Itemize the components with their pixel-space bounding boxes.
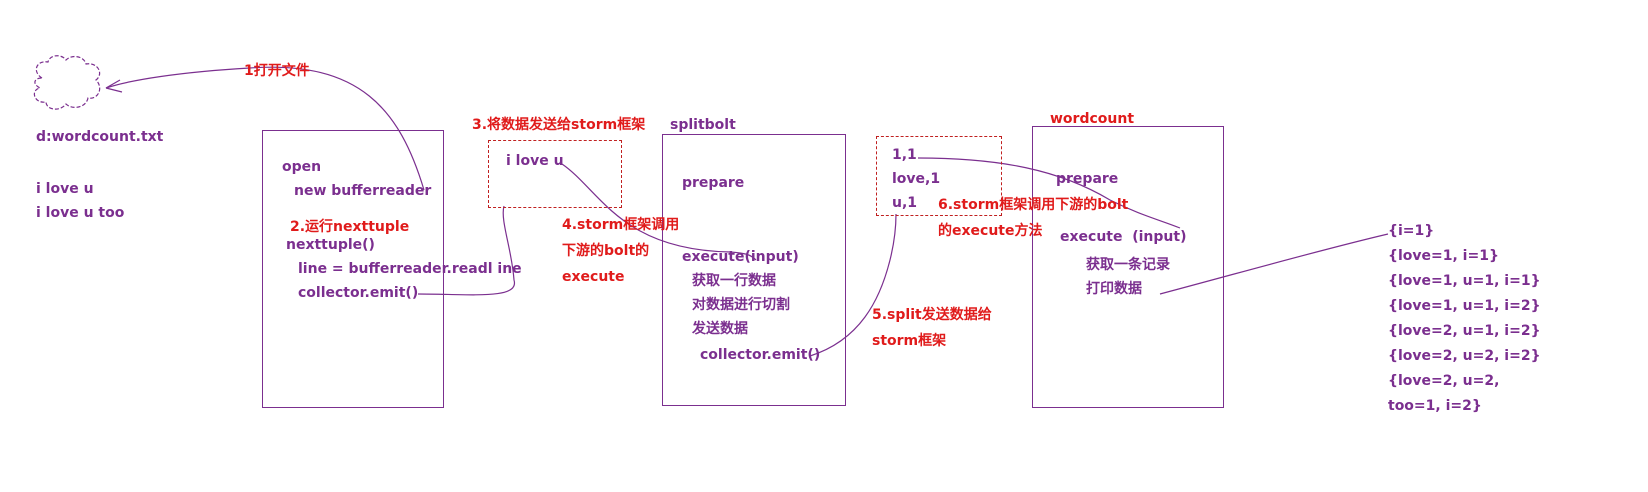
- tuple-box: [488, 140, 622, 208]
- splitbolt-emit: collector.emit(): [700, 347, 821, 363]
- file-line-2: i love u too: [36, 205, 125, 221]
- tuple-value: i love u: [506, 153, 564, 169]
- tuples-value-1: 1,1: [892, 147, 917, 163]
- annotation-step-6-line-1: 6.storm框架调用下游的bolt: [938, 197, 1129, 213]
- annotation-step-2: 2.运行nexttuple: [290, 219, 410, 235]
- splitbolt-box: [662, 134, 846, 406]
- splitbolt-step-3: 发送数据: [692, 321, 748, 337]
- splitbolt-execute: execute(input): [682, 249, 799, 265]
- result-8: too=1, i=2}: [1388, 398, 1482, 414]
- spout-box: [262, 130, 444, 408]
- annotation-step-4-line-2: 下游的bolt的: [562, 243, 650, 259]
- wordcount-step-2: 打印数据: [1086, 281, 1142, 297]
- wordcount-prepare: prepare: [1056, 171, 1119, 187]
- tuples-value-2: love,1: [892, 171, 941, 187]
- annotation-step-6-line-2: 的execute方法: [938, 223, 1043, 239]
- wordcount-execute: execute (input): [1060, 229, 1187, 245]
- result-7: {love=2, u=2,: [1388, 373, 1500, 389]
- spout-open: open: [282, 159, 322, 175]
- spout-emit: collector.emit(): [298, 285, 419, 301]
- annotation-step-3: 3.将数据发送给storm框架: [472, 117, 646, 133]
- result-1: {i=1}: [1388, 223, 1435, 239]
- annotation-step-1: 1打开文件: [244, 63, 310, 79]
- cloud-icon: [33, 55, 101, 110]
- annotation-step-4-line-3: execute: [562, 269, 625, 285]
- result-2: {love=1, i=1}: [1388, 248, 1499, 264]
- annotation-step-5-line-1: 5.split发送数据给: [872, 307, 992, 323]
- file-path: d:wordcount.txt: [36, 129, 164, 145]
- spout-line-assign: line = bufferreader.readl ine: [298, 261, 522, 277]
- spout-nexttuple: nexttuple(): [286, 237, 375, 253]
- wordcount-title: wordcount: [1050, 111, 1135, 127]
- spout-new-reader: new bufferreader: [294, 183, 432, 199]
- splitbolt-step-1: 获取一行数据: [692, 273, 776, 289]
- splitbolt-prepare: prepare: [682, 175, 745, 191]
- result-4: {love=1, u=1, i=2}: [1388, 298, 1541, 314]
- tuples-box: [876, 136, 1002, 216]
- annotation-step-4-line-1: 4.storm框架调用: [562, 217, 680, 233]
- annotation-step-5-line-2: storm框架: [872, 333, 947, 349]
- result-3: {love=1, u=1, i=1}: [1388, 273, 1541, 289]
- result-6: {love=2, u=2, i=2}: [1388, 348, 1541, 364]
- file-line-1: i love u: [36, 181, 94, 197]
- splitbolt-title: splitbolt: [670, 117, 736, 133]
- arrowhead-open-file: [105, 79, 123, 93]
- wordcount-step-1: 获取一条记录: [1086, 257, 1170, 273]
- tuples-value-3: u,1: [892, 195, 918, 211]
- splitbolt-step-2: 对数据进行切割: [692, 297, 790, 313]
- result-5: {love=2, u=1, i=2}: [1388, 323, 1541, 339]
- wordcount-box: [1032, 126, 1224, 408]
